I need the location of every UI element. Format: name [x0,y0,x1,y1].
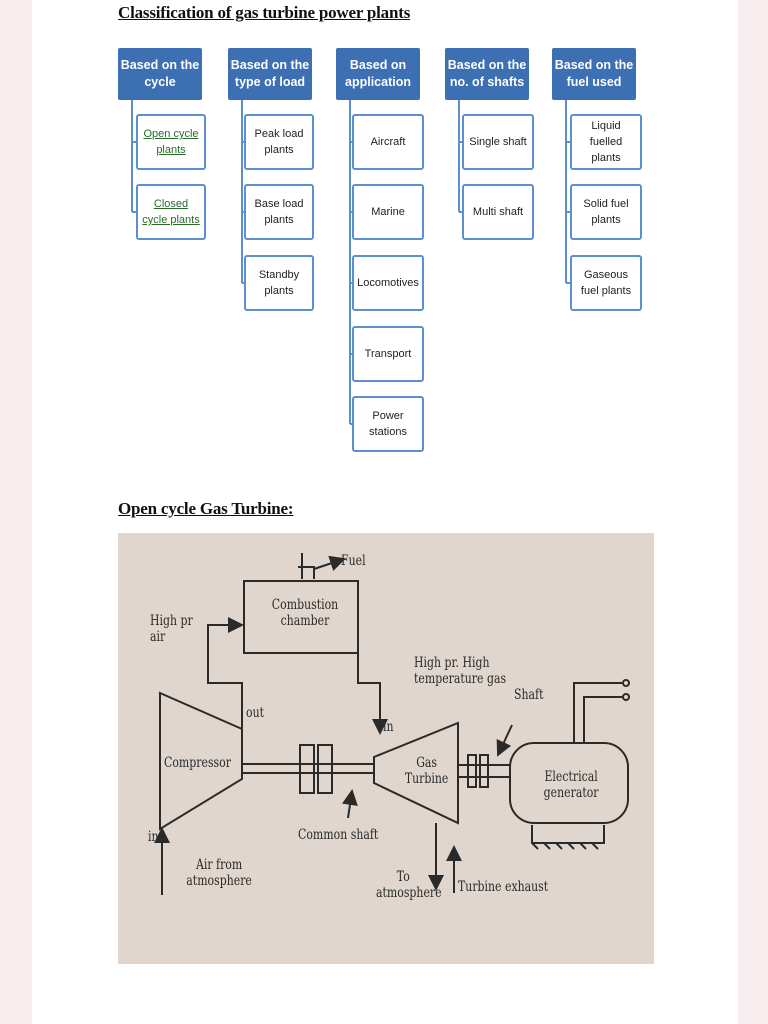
category-header-load: Based on the type of load [228,48,312,100]
category-header-shafts: Based on the no. of shafts [445,48,529,100]
leaf-gaseous-fuel-plants: Gaseous fuel plants [570,255,642,311]
terminal-1 [622,679,630,687]
classification-heading: Classification of gas turbine power plan… [118,3,411,22]
generator-body [509,742,629,824]
category-header-cycle: Based on the cycle [118,48,202,100]
label-air-from-atmosphere: Air from atmosphere [186,857,252,889]
label-turbine-exhaust: Turbine exhaust [458,879,549,895]
classification-chart: Based on the cycle Based on the type of … [32,0,738,470]
leaf-single-shaft: Single shaft [462,114,534,170]
compressor-body [159,691,243,831]
label-to-atmosphere: To atmosphere [376,869,442,901]
common-shaft-line [242,763,374,774]
leaf-power-stations: Power stations [352,396,424,452]
generator-ground-hatch [531,842,599,850]
common-shaft-pointer [342,789,358,819]
leaf-liquid-fuelled-plants: Liquid fuelled plants [570,114,642,170]
label-fuel: Fuel [341,553,366,569]
leaf-transport: Transport [352,326,424,382]
leaf-peak-load-plants: Peak load plants [244,114,314,170]
leaf-aircraft: Aircraft [352,114,424,170]
shaft-pointer [496,724,513,757]
fuel-injector [298,553,315,579]
leaf-multi-shaft: Multi shaft [462,184,534,240]
label-compressor-in: in [148,829,159,845]
generator-base [531,825,605,844]
label-combustion-chamber: Combustion chamber [271,597,339,629]
category-header-fuel: Based on the fuel used [552,48,636,100]
terminal-2 [622,693,630,701]
label-compressor-out: out [246,705,265,721]
generator-coupling-2 [479,754,489,788]
leaf-closed-cycle-plants[interactable]: Closed cycle plants [136,184,206,240]
leaf-standby-plants: Standby plants [244,255,314,311]
leaf-locomotives: Locomotives [352,255,424,311]
generator-output-leads [573,682,622,743]
fuel-arrow [313,555,346,572]
schematic-drawing [154,553,630,895]
combustion-chamber-box [243,580,359,654]
gas-turbine-schematic: Fuel Combustion chamber High pr air out … [118,533,654,964]
leaf-open-cycle-plants[interactable]: Open cycle plants [136,114,206,170]
leaf-marine: Marine [352,184,424,240]
label-compressor: Compressor [164,755,231,771]
generator-shaft-line [458,764,510,778]
shaft-coupling [299,744,315,794]
gas-turbine-body [373,721,459,825]
shaft-coupling-2 [317,744,333,794]
compressed-air-pipe [207,617,244,728]
label-common-shaft: Common shaft [298,827,379,843]
document-page: Classification of gas turbine power plan… [32,0,738,1024]
label-high-pr-air: High pr air [150,613,193,645]
label-gas-turbine: Gas Turbine [404,755,449,787]
label-high-pr-gas: High pr. High temperature gas [414,655,507,687]
category-header-application: Based on application [336,48,420,100]
generator-coupling-1 [467,754,477,788]
leaf-solid-fuel-plants: Solid fuel plants [570,184,642,240]
open-cycle-heading: Open cycle Gas Turbine: [118,499,294,518]
hot-gas-pipe [357,633,388,735]
label-electrical-generator: Electrical generator [543,769,599,801]
leaf-base-load-plants: Base load plants [244,184,314,240]
label-turbine-in: in [383,719,394,735]
label-shaft: Shaft [514,687,544,703]
